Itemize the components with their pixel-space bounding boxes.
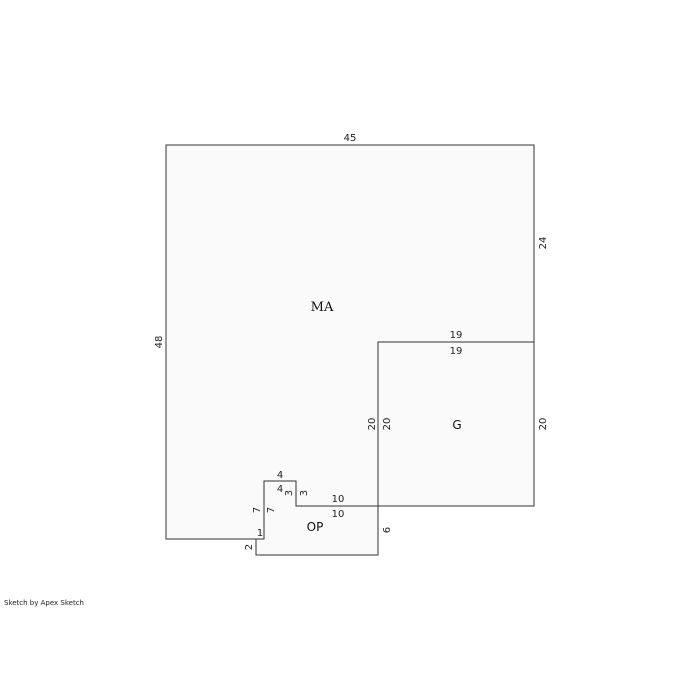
- area-label-porch: OP: [307, 520, 324, 534]
- dim-ma-step-top: 4: [277, 470, 283, 481]
- dim-ma-top: 45: [344, 133, 357, 144]
- area-label-main: MA: [311, 300, 334, 315]
- porch-outline: [255, 480, 379, 556]
- dim-g-right: 20: [538, 418, 549, 431]
- dim-g-top: 19: [450, 346, 463, 357]
- footer-credit: Sketch by Apex Sketch: [4, 599, 84, 607]
- dim-ma-porch-top: 10: [332, 494, 345, 505]
- dim-op-left: 2: [244, 544, 255, 550]
- dim-ma-left: 48: [154, 336, 165, 349]
- area-label-garage: G: [452, 418, 461, 432]
- garage-outline: [377, 341, 535, 507]
- dim-ma-right-upper: 24: [538, 237, 549, 250]
- dim-ma-garage-top: 19: [450, 330, 463, 341]
- dim-op-step-left: 7: [266, 507, 277, 513]
- dim-ma-step-left: 7: [252, 507, 263, 513]
- dim-ma-step-right: 3: [299, 490, 310, 496]
- dim-op-top: 10: [332, 509, 345, 520]
- dim-op-right: 6: [382, 527, 393, 533]
- dim-g-left: 20: [382, 418, 393, 431]
- dim-op-step-right: 3: [284, 490, 295, 496]
- dim-ma-garage-left: 20: [367, 418, 378, 431]
- dim-ma-step-bottom: 1: [257, 528, 263, 539]
- dim-op-step-top: 4: [277, 484, 283, 495]
